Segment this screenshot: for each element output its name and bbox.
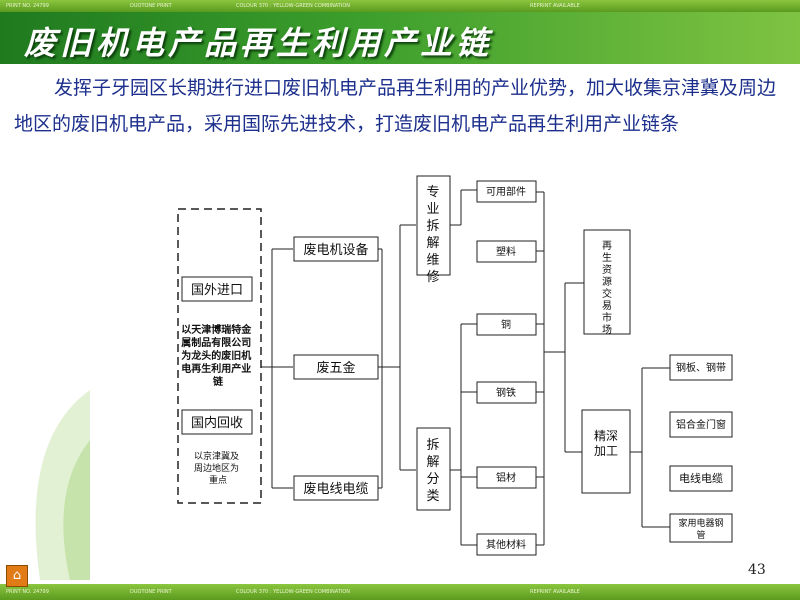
waste-hardware-box	[293, 354, 379, 380]
copper-label: 铜	[501, 319, 511, 331]
dismantle-sort-box	[416, 427, 451, 511]
logo-icon: ⌂	[6, 565, 28, 587]
body-paragraph: 发挥子牙园区长期进行进口废旧机电产品再生利用的产业优势，加大收集京津冀及周边地区…	[14, 77, 777, 135]
band-label: COLOUR 370 : YELLOW-GREEN COMBINATION	[236, 3, 350, 9]
band-label: DUOTONE PRINT	[130, 589, 172, 595]
domestic-recycle-box	[181, 409, 253, 435]
aluminum-label: 铝材	[496, 471, 516, 484]
waste-hardware-label: 废五金	[316, 360, 355, 376]
waste-motor-equipment-box	[293, 236, 379, 262]
band-label: COLOUR 370 : YELLOW-GREEN COMBINATION	[236, 589, 350, 595]
steel-plate-label: 钢板、钢带	[676, 361, 726, 374]
top-band-text: PRINT NO. 24799 DUOTONE PRINT COLOUR 370…	[0, 0, 800, 12]
wire-cable-label: 电线电缆	[679, 471, 723, 485]
bottom-band-text: PRINT NO. 24799 DUOTONE PRINT COLOUR 370…	[0, 586, 800, 598]
dismantle-sort-label: 拆解分类	[426, 438, 439, 504]
leaf-decoration-icon	[35, 390, 90, 580]
source-group-frame	[177, 208, 262, 504]
band-label: REPRINT AVAILABLE	[530, 3, 580, 9]
top-band: PRINT NO. 24799 DUOTONE PRINT COLOUR 370…	[0, 0, 800, 12]
wire-cable-box	[669, 465, 733, 492]
center-company-label: 以天津博瑞特金 属制品有限公司 为龙头的废旧机 电再生利用产业 链	[181, 323, 254, 388]
focus-region-note: 以京津冀及 周边地区为 重点	[194, 450, 242, 486]
foreign-import-box	[181, 276, 253, 302]
title-band	[0, 12, 800, 64]
waste-cable-label: 废电线电缆	[303, 481, 368, 497]
steel-label: 钢铁	[496, 386, 516, 399]
professional-dismantle-box	[416, 175, 451, 276]
recycling-market-label: 再生资源交易市场	[602, 240, 612, 336]
plastic-label: 塑料	[496, 245, 516, 258]
band-label: PRINT NO. 24799	[6, 3, 49, 9]
page-number: 43	[748, 562, 766, 578]
waste-cable-box	[293, 475, 379, 501]
usable-parts-label: 可用部件	[486, 185, 526, 198]
professional-dismantle-label: 专业拆解维修	[426, 185, 439, 285]
page-title: 废旧机电产品再生利用产业链	[24, 24, 493, 62]
other-materials-label: 其他材料	[486, 538, 526, 551]
band-label: REPRINT AVAILABLE	[530, 589, 580, 595]
waste-motor-equipment-label: 废电机设备	[303, 242, 368, 258]
deep-processing-label: 精深加工	[594, 429, 618, 458]
appliance-steel-pipe-box	[669, 513, 733, 543]
foreign-import-label: 国外进口	[191, 283, 243, 298]
appliance-steel-pipe-label: 家用电器钢管	[678, 517, 723, 541]
aluminum-window-label: 铝合金门窗	[676, 418, 726, 431]
steel-plate-box	[669, 354, 733, 381]
band-label: PRINT NO. 24799	[6, 589, 49, 595]
aluminum-window-box	[669, 411, 733, 438]
domestic-recycle-label: 国内回收	[191, 415, 243, 431]
recycling-market-box	[583, 229, 631, 335]
band-label: DUOTONE PRINT	[130, 3, 172, 9]
bottom-band: PRINT NO. 24799 DUOTONE PRINT COLOUR 370…	[0, 584, 800, 600]
